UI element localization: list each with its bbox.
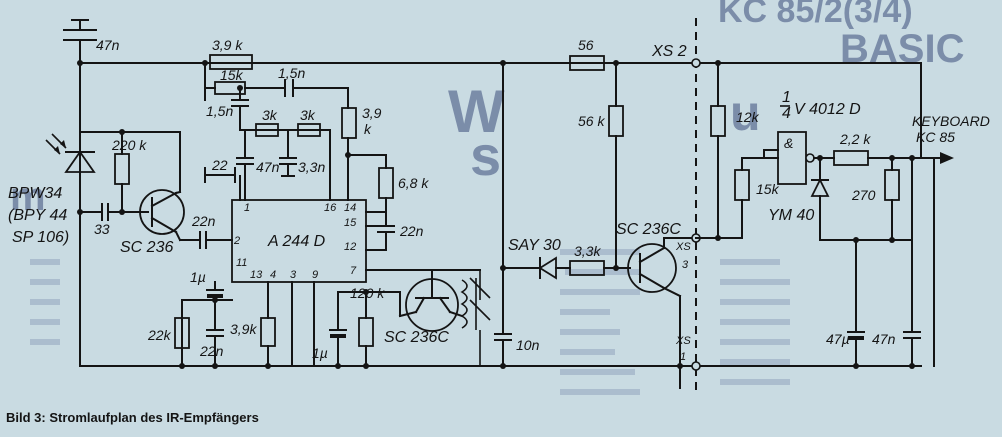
ic-pin-2: 2	[233, 235, 240, 247]
label-kc85: KC 85	[916, 129, 955, 145]
label-c-22-small: 22	[211, 157, 228, 173]
label-r-22k: 22k	[147, 327, 172, 343]
ic-pin-1: 1	[244, 202, 250, 214]
ic-pin-8-9: 9	[312, 269, 318, 281]
label-c-1u-b: 1µ	[312, 345, 328, 361]
detector-stage: 10n SAY 30 3,3k	[494, 62, 631, 367]
label-c-22n-out: 22n	[399, 223, 424, 239]
label-ic-name: A 244 D	[267, 233, 326, 250]
transistor-sc236c-a: 56 56 k SC 236C	[539, 37, 697, 389]
lower-left-components: 22k 1µ 22n 3,9k 1µ 120 k	[147, 269, 401, 367]
label-diode-ir-alt1: (BPY 44	[8, 207, 67, 224]
ic-pin-12: 12	[344, 241, 356, 253]
label-keyboard: KEYBOARD	[912, 113, 990, 129]
label-xs1-pin: 1	[680, 351, 686, 363]
output-filter: 6,8 k 22n	[365, 154, 429, 251]
label-xs3-pin: 3	[682, 259, 689, 271]
label-r-56: 56	[578, 37, 594, 53]
ic-pin-15: 15	[344, 217, 357, 229]
label-xs2: XS 2	[651, 43, 687, 60]
label-t-sc236: SC 236	[120, 239, 173, 256]
bg-heading-basic: BASIC	[840, 27, 964, 71]
label-c-33: 33	[94, 221, 110, 237]
label-r-3k9-mid-unit: k	[364, 121, 372, 137]
label-r-270: 270	[851, 187, 876, 203]
label-gate-name: V 4012 D	[794, 101, 861, 118]
label-r-3k9-mid: 3,9	[362, 105, 382, 121]
label-c-1n5-b: 1,5n	[206, 103, 233, 119]
ic-pin-7: 7	[350, 265, 357, 277]
photodiode-bpw34: BPW34 (BPY 44 SP 106)	[8, 131, 181, 246]
figure-caption: Bild 3: Stromlaufplan des IR-Empfängers	[6, 410, 259, 425]
label-r-56k: 56 k	[578, 113, 605, 129]
caption-band	[0, 404, 1002, 437]
label-c-22n-low: 22n	[199, 343, 224, 359]
label-gate-frac-d: 4	[782, 105, 791, 122]
label-r-3k-b: 3k	[300, 107, 316, 123]
label-diode-ir-alt2: SP 106)	[12, 229, 69, 246]
bg-heading-m: m	[10, 175, 46, 219]
resistor-3k9-top: 3,9 k	[209, 37, 253, 70]
junction-dots	[77, 60, 915, 369]
label-r-3k9-low: 3,9k	[230, 321, 257, 337]
label-c-1u-a: 1µ	[190, 269, 206, 285]
label-diode-ir: BPW34	[8, 185, 62, 202]
background-text: KC 85/2(3/4) BASIC W s u m	[10, 0, 964, 219]
connector-divider: XS 2 XS 3 XS 1	[651, 18, 701, 390]
capacitor-47n-top: 47n	[63, 19, 120, 53]
ic-pin-4: 4	[270, 269, 276, 281]
background-body-lines	[30, 249, 790, 395]
label-d-ym40: YM 40	[768, 207, 814, 224]
input-stage: 220 k 33 22n SC 236	[79, 131, 233, 256]
label-c-10n: 10n	[516, 337, 540, 353]
label-c-22n-in: 22n	[191, 213, 216, 229]
label-r-2k2: 2,2 k	[839, 131, 871, 147]
label-r-15k: 15k	[220, 67, 244, 83]
label-c-47n-out: 47n	[872, 331, 896, 347]
label-c-47n-mid: 47n	[256, 159, 280, 175]
label-r-6k8: 6,8 k	[398, 175, 429, 191]
bg-heading-u: u	[730, 85, 761, 141]
label-gate-symbol: &	[784, 135, 793, 151]
label-c-1n5-a: 1,5n	[278, 65, 305, 81]
bg-heading-kc: KC 85/2(3/4)	[718, 0, 913, 30]
bg-heading-w: W	[448, 78, 505, 145]
label-r-3k3: 3,3k	[574, 243, 601, 259]
ic-a244d: A 244 D 1 2 11 13 4 3 9 16 14 15 12 7	[231, 175, 481, 283]
label-xs1: XS	[675, 335, 691, 347]
label-t-sc236c-b: SC 236C	[384, 329, 449, 346]
label-gate-frac-n: 1	[782, 89, 791, 106]
label-r-3k-a: 3k	[262, 107, 278, 123]
transistor-sc236c-b: SC 236C	[384, 269, 491, 366]
label-c-47u: 47µ	[826, 331, 850, 347]
ic-pin-3: 3	[290, 269, 297, 281]
ic-pin-11: 11	[236, 257, 247, 269]
label-xs3: XS	[675, 241, 691, 253]
label-c-3n3: 3,3n	[298, 159, 325, 175]
ic-pin-13: 13	[250, 269, 263, 281]
label-c-47n-top: 47n	[96, 37, 120, 53]
bg-heading-s: s	[470, 124, 501, 187]
label-r-15k-b: 15k	[756, 181, 780, 197]
ic-pin-14: 14	[344, 202, 356, 214]
label-t-sc236c-a: SC 236C	[616, 221, 681, 238]
ic-pin-16: 16	[324, 202, 337, 214]
keyboard-side: 12k 15k & 1 4 V 4012 D 2,2 k KEYBOARD KC…	[695, 62, 990, 367]
label-r-220k: 220 k	[111, 137, 147, 153]
feedback-network: 15k 1,5n 1,5n 3k 3k 3,9 k 47n 3,3	[204, 62, 387, 201]
label-r-12k: 12k	[736, 109, 760, 125]
label-d-say30: SAY 30	[508, 237, 561, 254]
label-r-3k9-top: 3,9 k	[212, 37, 243, 53]
